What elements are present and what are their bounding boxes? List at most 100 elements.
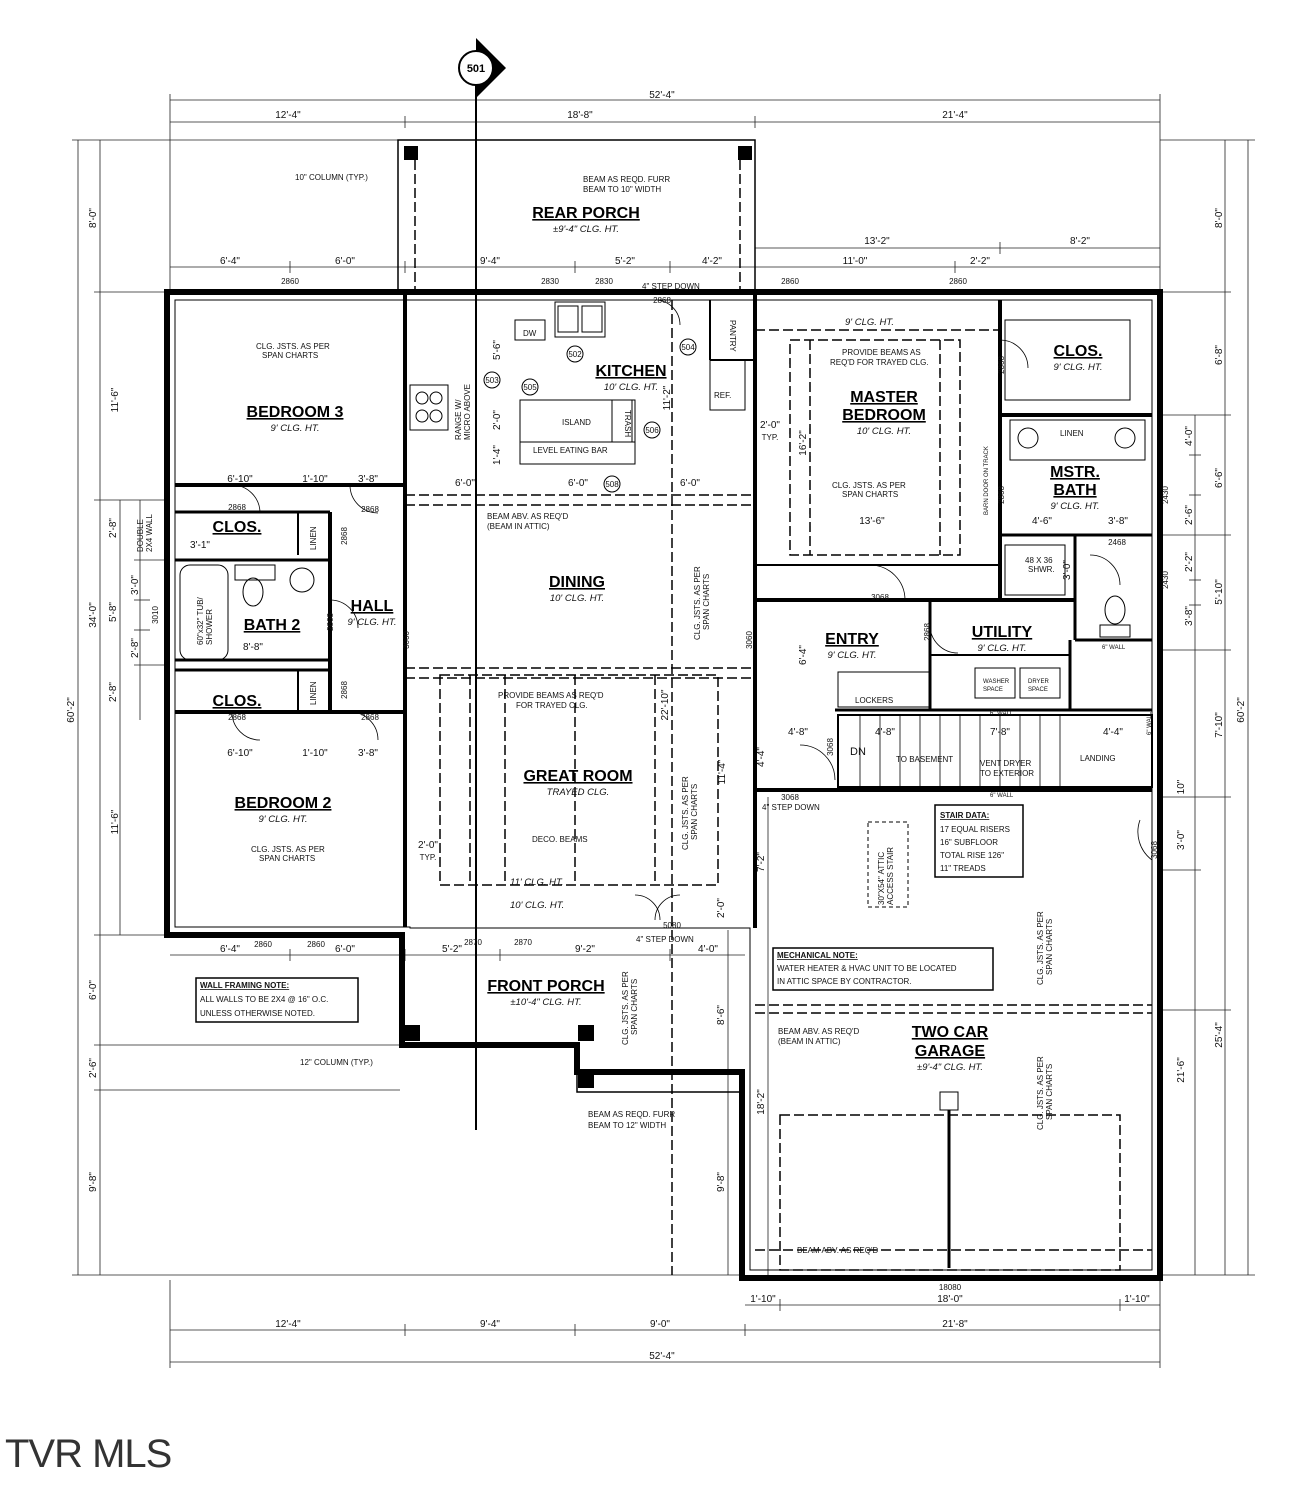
note: SPACE [1028,687,1048,693]
room-name: BEDROOM 3 [247,404,344,421]
door-tag: 5080 [663,921,681,930]
note: 2X4 WALL [145,514,154,552]
room-name: CLOS. [213,693,262,710]
dim-label: 16'-2" [798,430,809,456]
dim-label: 1'-10" [302,748,328,759]
dim-label: 2'-0" [760,420,780,431]
door-tag: 3068 [781,793,799,802]
note: 4" STEP DOWN [762,803,820,812]
dim-label: 2'-0" [418,840,438,851]
room-name: DINING [549,574,605,591]
note: DW [523,329,537,338]
dim-label: 21'-6" [1176,1057,1187,1083]
dim-label: 2'-2" [1184,552,1195,572]
dim-label: 6'-6" [1214,468,1225,488]
note: 11' CLG. HT. [510,877,564,888]
dim-label: 3'-1" [190,540,210,551]
room-ceiling: TRAYED CLG. [547,787,610,798]
note: 30"X54" ATTIC [877,852,886,905]
stair-data-note: STAIR DATA: 17 EQUAL RISERS 16" SUBFLOOR… [940,811,1010,873]
room-ceiling: 9' CLG. HT. [828,650,877,661]
note: LOCKERS [855,696,893,705]
note: BEAM ABV. AS REQ'D [797,1246,878,1255]
note: BARN DOOR ON TRACK [984,446,990,515]
dim-label: 4'-8" [788,727,808,738]
dim-label: 3'-8" [1108,516,1128,527]
dim-label: 11'-2" [662,385,673,410]
dim-label: 25'-4" [1214,1022,1225,1048]
plan-notes: 10" COLUMN (TYP.) BEAM AS REQD. FURR BEA… [136,173,1153,1255]
door-tag: 2468 [1108,538,1126,547]
note: LINEN [309,681,318,705]
dim-label: 6'-8" [1214,345,1225,365]
note: SPAN CHARTS [690,784,699,840]
note: FOR TRAYED CLG. [516,701,588,710]
rotated-dimension-labels: 8'-0" 11'-6" 34'-0" 60'-2" 11'-6" 6'-0" … [66,208,1247,1192]
dim-label: 60'-2" [1236,697,1247,723]
note: CLG. JSTS. AS PER [621,971,630,1045]
section-marker-label: 501 [467,63,485,75]
note: LANDING [1080,754,1116,763]
appliance-tag: 506 [643,421,661,439]
room-name: MASTER [850,389,918,406]
dim-label: 6'-0" [88,980,99,1000]
note: (BEAM IN ATTIC) [778,1037,841,1046]
door-tag: 3060 [745,631,754,649]
dim-label: 2'-8" [130,638,141,658]
columns [404,146,752,1088]
note: ACCESS STAIR [886,847,895,905]
appliance-tag-label: 502 [568,350,582,359]
dim-label: 8'-0" [1214,208,1225,228]
appliance-tag-label: 508 [605,480,619,489]
note: DOUBLE [136,519,145,552]
note: 6" WALL [990,793,1014,799]
room-ceiling: 9' CLG. HT. [271,423,320,434]
window-tag: 2860 [781,277,799,286]
dim-label: TYP. [762,433,779,442]
note: SPAN CHARTS [262,351,318,360]
stair-treads [859,715,1061,787]
mechanical-note-line: WATER HEATER & HVAC UNIT TO BE LOCATED [777,964,957,973]
dim-label: 4'-4" [1103,727,1123,738]
stair-data-line: TOTAL RISE 126" [940,851,1004,860]
window-tag: 2860 [281,277,299,286]
room-ceiling: ±9'-4" CLG. HT. [553,224,619,235]
room-name: BATH 2 [244,617,301,634]
dim-label: 3'-8" [358,474,378,485]
wall-framing-note-line: ALL WALLS TO BE 2X4 @ 16" O.C. [200,995,328,1004]
note: PROVIDE BEAMS AS [842,348,921,357]
note: LINEN [309,526,318,550]
note: PANTRY [728,320,737,352]
fixtures [179,301,1146,1268]
dim-label: 2'-6" [1184,505,1195,525]
note: 12" COLUMN (TYP.) [300,1058,373,1067]
note: ISLAND [562,418,591,427]
dim-label: 2'-8" [108,682,119,702]
dim-label: 6'-0" [335,256,355,267]
note: RANGE W/ [454,399,463,440]
note: PROVIDE BEAMS AS REQ'D [498,691,604,700]
dim-label: 7'-2" [756,852,767,872]
note: 10' CLG. HT. [510,900,564,911]
dim-label: 13'-2" [864,236,890,247]
dim-label: 5'-10" [1214,579,1225,605]
note: SPAN CHARTS [1045,1064,1054,1120]
dim-label: 11'-4" [717,759,728,784]
note: MICRO ABOVE [463,384,472,440]
note: SPACE [983,687,1003,693]
dim-label: 52'-4" [649,90,675,101]
dim-label: 2'-0" [492,410,503,430]
note: CLG. JSTS. AS PER [693,566,702,640]
note: TO EXTERIOR [980,769,1034,778]
walls [164,139,1163,1281]
stair-data-line: 17 EQUAL RISERS [940,825,1010,834]
stair-data-title: STAIR DATA: [940,811,989,820]
room-name: CLOS. [213,519,262,536]
window-tag: 2430 [1161,486,1170,504]
dim-label: 6'-0" [335,944,355,955]
note: DRYER [1028,679,1050,685]
dim-label: 12'-4" [275,110,301,121]
door-tag: 2868 [326,613,335,631]
note: CLG. JSTS. AS PER [1036,1056,1045,1130]
room-name: GARAGE [915,1043,986,1060]
